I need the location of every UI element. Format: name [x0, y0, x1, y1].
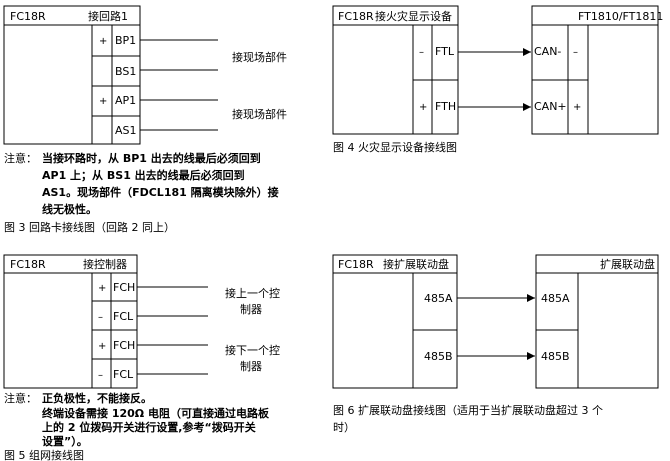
fig5-upstream-label-1: 接上一个控: [225, 286, 280, 300]
fig5-note-label: 注意：: [4, 391, 37, 405]
fig5-title-controller: 接控制器: [83, 257, 127, 271]
fig5-note-line1: 正负极性，不能接反。: [42, 391, 152, 405]
fig5-note-line4: 设置”）。: [42, 434, 88, 448]
fig5-downstream-label-2: 制器: [240, 360, 262, 373]
fig3-fc18r-box: [3, 5, 141, 145]
fig6-title-expansion: 接扩展联动盘: [383, 257, 449, 271]
fig3-note-line3: AS1。现场部件（FDCL181 隔离模块除外）接: [42, 185, 279, 199]
fig5-terminal-fch-2: FCH: [113, 339, 135, 352]
fig4-caption: 图 4 火灾显示设备接线图: [333, 140, 457, 154]
fig5-terminal-fcl-2: FCL: [113, 368, 134, 381]
fig5-terminal-fch-1: FCH: [113, 281, 135, 294]
fig3-loop-card-diagram: FC18R 接回路1 + + BP1 BS1 AP1 AS1 接现场部件 接现场…: [3, 5, 287, 234]
fig4-can-plus: CAN+: [534, 100, 567, 113]
fig5-caption: 图 5 组网接线图: [4, 448, 84, 461]
fig4-minus-sign: –: [419, 47, 424, 58]
fig5-sign-2: –: [98, 312, 103, 323]
fig5-sign-3: +: [98, 341, 106, 352]
fig3-plus-sign-1: +: [99, 36, 107, 47]
fig3-note-line2: AP1 上；从 BS1 出去的线最后必须回到: [42, 168, 245, 182]
fig5-title-fc18r: FC18R: [10, 258, 46, 271]
fig6-title-fc18r: FC18R: [338, 258, 374, 271]
fig6-fc18r-box: [332, 254, 458, 389]
fig6-panel-title: 扩展联动盘: [600, 257, 655, 271]
fig4-fire-display-diagram: FC18R 接火灾显示设备 – + FTL FTH FT1810/FT1811 …: [332, 5, 663, 154]
fig4-device-title: FT1810/FT1811: [578, 10, 663, 23]
fig5-sign-1: +: [98, 283, 106, 294]
fig4-plus-sign: +: [419, 102, 427, 113]
fig6-caption-line2: 时）: [333, 421, 355, 434]
fig5-sign-4: –: [98, 370, 103, 381]
fig5-terminal-fcl-1: FCL: [113, 310, 134, 323]
fig6-panel-box: [535, 254, 659, 389]
fig4-device-box: [531, 5, 659, 135]
fig4-device-plus: +: [573, 102, 581, 113]
fig3-caption: 图 3 回路卡接线图（回路 2 同上）: [4, 220, 175, 234]
fig5-note-line3: 上的 2 位拨码开关进行设置,参考“拨码开关: [42, 420, 256, 434]
fig3-terminal-bp1: BP1: [115, 34, 136, 47]
fig6-caption-line1: 图 6 扩展联动盘接线图（适用于当扩展联动盘超过 3 个: [333, 403, 603, 417]
fig3-terminal-bs1: BS1: [115, 65, 136, 78]
fig6-panel-485a: 485A: [541, 292, 570, 305]
fig3-note-line1: 当接环路时，从 BP1 出去的线最后必须回到: [42, 151, 261, 165]
fig3-title-loop: 接回路1: [88, 10, 128, 23]
fig3-field-label-2: 接现场部件: [232, 107, 287, 121]
fig3-note-line4: 线无极性。: [42, 202, 97, 216]
fig5-upstream-label-2: 制器: [240, 303, 262, 316]
fig4-fc18r-box: [332, 5, 459, 135]
fig3-terminal-ap1: AP1: [115, 94, 136, 107]
fig3-title-fc18r: FC18R: [10, 10, 46, 23]
fig6-panel-485b: 485B: [541, 350, 570, 363]
fig3-field-label-1: 接现场部件: [232, 50, 287, 64]
fig6-terminal-485b: 485B: [424, 350, 453, 363]
fig4-title-fc18r: FC18R: [338, 10, 374, 23]
fig5-network-diagram: FC18R 接控制器 + – + – FCH FCL FCH FCL 接上一个控…: [3, 254, 280, 461]
fig3-note-label: 注意：: [4, 151, 37, 165]
fig4-can-minus: CAN-: [534, 45, 561, 58]
fig4-title-display: 接火灾显示设备: [375, 9, 452, 23]
fig4-terminal-fth: FTH: [435, 100, 456, 113]
fig4-terminal-ftl: FTL: [435, 45, 455, 58]
fig5-note-line2: 终端设备需接 120Ω 电阻（可直接通过电路板: [42, 406, 270, 420]
fig3-terminal-as1: AS1: [115, 124, 137, 137]
fig3-plus-sign-2: +: [99, 96, 107, 107]
fig4-device-minus: –: [573, 47, 578, 58]
fig5-downstream-label-1: 接下一个控: [225, 343, 280, 357]
fig6-terminal-485a: 485A: [424, 292, 453, 305]
fig6-expansion-panel-diagram: FC18R 接扩展联动盘 485A 485B 扩展联动盘 485A 485B 图…: [332, 254, 659, 434]
fig5-fc18r-box: [3, 254, 138, 389]
